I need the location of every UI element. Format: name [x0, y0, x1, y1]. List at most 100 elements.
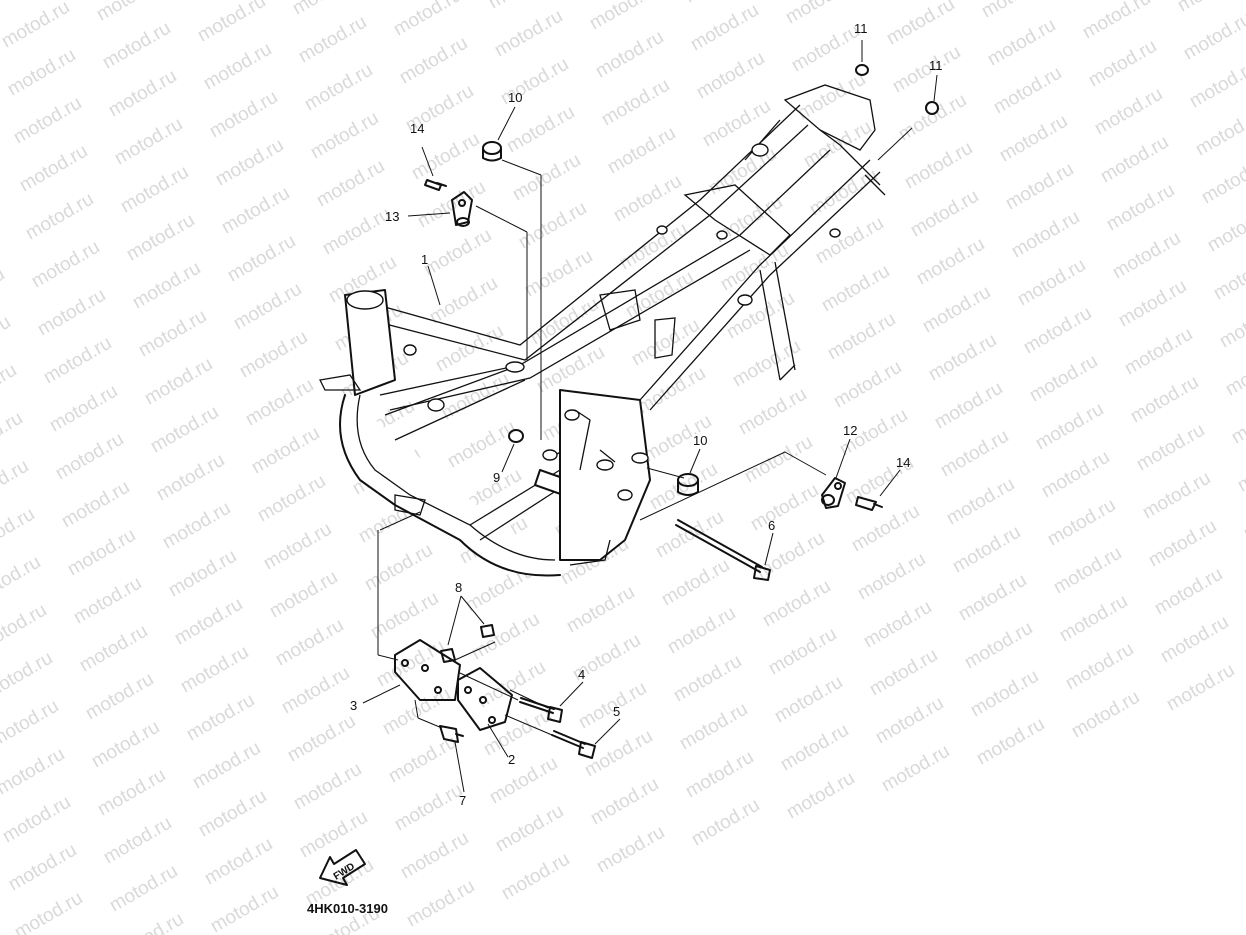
watermark-text: motod.ru [492, 801, 567, 857]
watermark-text: motod.ru [1008, 207, 1083, 263]
watermark-text: motod.ru [491, 6, 566, 62]
watermark-text: motod.ru [52, 429, 127, 485]
bolt-5 [551, 730, 596, 759]
watermark-text: motod.ru [420, 225, 495, 281]
watermark-text: motod.ru [159, 498, 234, 554]
watermark-text: motod.ru [70, 573, 145, 629]
watermark-text: motod.ru [1085, 36, 1160, 92]
watermark-text: motod.ru [468, 609, 543, 665]
watermark-text: motod.ru [28, 237, 103, 293]
watermark-text: motod.ru [848, 501, 923, 557]
watermark-text: motod.ru [777, 720, 852, 776]
callout-10-upper: 10 [508, 90, 522, 105]
watermark-text: motod.ru [515, 198, 590, 254]
watermark-text: motod.ru [1210, 249, 1246, 305]
watermark-text: motod.ru [296, 807, 371, 863]
watermark-text: motod.ru [76, 621, 151, 677]
watermark-text: motod.ru [207, 882, 282, 935]
watermark-text: motod.ru [1038, 447, 1113, 503]
callout-8: 8 [455, 580, 462, 595]
watermark-text: motod.ru [408, 129, 483, 185]
watermark-text: motod.ru [426, 273, 501, 329]
watermark-text: motod.ru [1139, 468, 1214, 524]
watermark-text: motod.ru [949, 522, 1024, 578]
watermark-text: motod.ru [747, 480, 822, 536]
watermark-text: motod.ru [0, 456, 32, 512]
watermark-text: motod.ru [290, 759, 365, 815]
watermark-text: motod.ru [82, 669, 157, 725]
watermark-text: motod.ru [1062, 639, 1137, 695]
watermark-text: motod.ru [278, 663, 353, 719]
watermark-text: motod.ru [592, 27, 667, 83]
watermark-text: motod.ru [688, 795, 763, 851]
callouts: 11 11 10 14 13 1 10 12 14 9 6 8 4 3 5 2 … [350, 21, 943, 808]
watermark-text: motod.ru [1151, 564, 1226, 620]
watermark-text: motod.ru [872, 693, 947, 749]
watermark-text: motod.ru [699, 96, 774, 152]
watermark-text: motod.ru [503, 102, 578, 158]
watermark-text: motod.ru [0, 0, 73, 52]
watermark-text: motod.ru [105, 66, 180, 122]
bracket-12 [821, 477, 846, 509]
watermark-text: motod.ru [973, 714, 1048, 770]
watermark-text: motod.ru [1198, 153, 1246, 209]
watermark-text: motod.ru [735, 384, 810, 440]
watermark-text: motod.ru [0, 504, 38, 560]
watermark-text: motod.ru [806, 165, 881, 221]
watermark-text: motod.ru [687, 0, 762, 55]
watermark-text: motod.ru [634, 363, 709, 419]
watermark-text: motod.ru [183, 690, 258, 746]
watermark-text: motod.ru [676, 699, 751, 755]
watermark-text: motod.ru [658, 555, 733, 611]
collar-9 [508, 429, 524, 443]
watermark-text: motod.ru [961, 618, 1036, 674]
watermark-text: motod.ru [0, 312, 14, 368]
watermark-text: motod.ru [610, 171, 685, 227]
watermark-text: motod.ru [0, 792, 74, 848]
watermark-text: motod.ru [319, 204, 394, 260]
watermark-text: motod.ru [824, 309, 899, 365]
watermark-text: motod.ru [301, 60, 376, 116]
watermark-text: motod.ru [895, 90, 970, 146]
watermark-text: motod.ru [705, 144, 780, 200]
callout-2: 2 [508, 752, 515, 767]
watermark-text: motod.ru [682, 747, 757, 803]
watermark-text: motod.ru [444, 417, 519, 473]
watermark-text: motod.ru [604, 123, 679, 179]
watermark-text: motod.ru [765, 624, 840, 680]
watermark-text: motod.ru [866, 645, 941, 701]
watermark-text: motod.ru [563, 582, 638, 638]
watermark-text: motod.ru [0, 696, 62, 752]
watermark-text: motod.ru [1133, 420, 1208, 476]
watermark-text: motod.ru [830, 357, 905, 413]
callout-14-right: 14 [896, 455, 910, 470]
watermark-text: motod.ru [373, 636, 448, 692]
watermark-text: motod.ru [201, 834, 276, 890]
watermark-text: motod.ru [0, 552, 44, 608]
watermark-text: motod.ru [390, 0, 465, 40]
watermark-text: motod.ru [313, 156, 388, 212]
cap-11-right [925, 101, 939, 115]
through-bolt-6 [675, 519, 771, 581]
callout-14-upper: 14 [410, 121, 424, 136]
watermark-text: motod.ru [919, 282, 994, 338]
watermark-text: motod.ru [759, 576, 834, 632]
watermark-text: motod.ru [397, 828, 472, 884]
watermark-text: motod.ru [498, 849, 573, 905]
watermark-text: motod.ru [58, 477, 133, 533]
watermark-text: motod.ru [218, 183, 293, 239]
watermark-text: motod.ru [1127, 372, 1202, 428]
watermark-text: motod.ru [0, 360, 20, 416]
callout-5: 5 [613, 704, 620, 719]
watermark-text: motod.ru [1103, 180, 1178, 236]
watermark-text: motod.ru [4, 45, 79, 101]
watermark-text: motod.ru [88, 717, 163, 773]
watermark-text: motod.ru [1180, 9, 1246, 65]
watermark-text: motod.ru [206, 87, 281, 143]
watermark-text: motod.ru [260, 519, 335, 575]
watermark-text: motod.ru [11, 888, 86, 935]
watermark-text: motod.ru [0, 264, 8, 320]
watermark-text: motod.ru [1186, 57, 1246, 113]
watermark-text: motod.ru [1056, 591, 1131, 647]
watermark-text: motod.ru [135, 306, 210, 362]
